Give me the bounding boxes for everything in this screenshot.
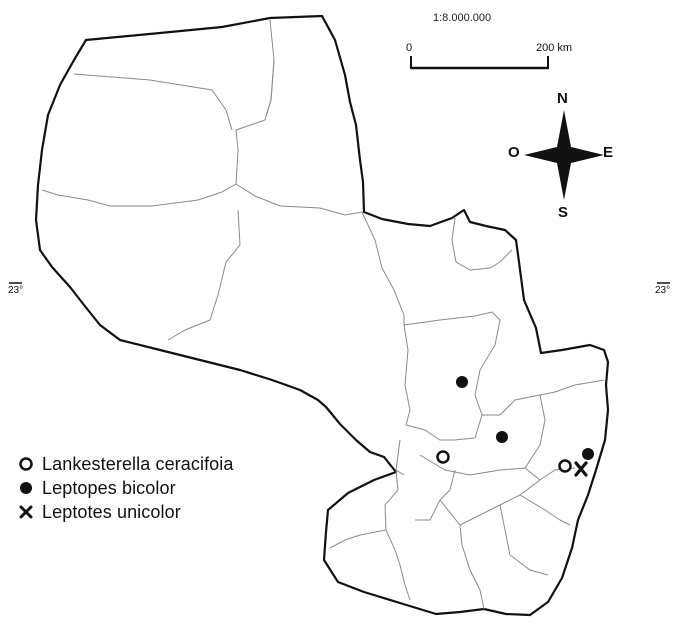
border-line	[361, 211, 405, 325]
border-line	[225, 109, 233, 131]
compass-south-label: S	[558, 204, 569, 221]
compass-north-label: N	[557, 90, 568, 107]
border-line	[419, 454, 526, 476]
leptopes-bicolor-marker	[456, 376, 468, 388]
border-line	[73, 73, 227, 111]
border-line	[403, 311, 501, 326]
border-line	[451, 217, 513, 271]
legend-item: Leptotes unicolor	[16, 500, 234, 524]
border-line	[474, 414, 483, 439]
border-line	[384, 469, 401, 566]
legend: Lankesterella ceracifoia Leptopes bicolo…	[16, 452, 234, 524]
compass-rose	[524, 110, 604, 200]
border-line	[403, 324, 411, 426]
border-line	[474, 319, 501, 416]
latitude-label-left: 23°	[8, 285, 24, 296]
leptopes-bicolor-marker	[496, 431, 508, 443]
lankesterella-ceracifoia-marker	[558, 459, 572, 473]
legend-label: Lankesterella ceracifoia	[42, 453, 234, 474]
compass-west-label: O	[508, 144, 520, 161]
lankesterella-ceracifoia-marker	[436, 450, 450, 464]
border-line	[499, 504, 549, 576]
border-line	[499, 379, 605, 416]
legend-item: Leptopes bicolor	[16, 476, 234, 500]
border-line	[439, 479, 541, 526]
border-line	[459, 524, 485, 610]
border-line	[329, 529, 387, 549]
border-line	[167, 209, 241, 341]
border-line	[399, 564, 411, 601]
open-circle-icon	[16, 454, 36, 474]
cross-icon	[16, 502, 36, 522]
scale-ratio: 1:8.000.000	[433, 12, 492, 24]
legend-label: Leptotes unicolor	[42, 501, 181, 522]
leptopes-bicolor-marker	[582, 448, 594, 460]
border-line	[235, 183, 363, 216]
scale-end-label: 200 km	[536, 42, 573, 54]
border-line	[405, 424, 476, 441]
border-line	[519, 494, 571, 526]
compass-east-label: E	[603, 144, 614, 161]
scale-start-label: 0	[406, 42, 413, 54]
leptotes-unicolor-marker	[574, 461, 588, 477]
country-outline	[34, 14, 610, 617]
latitude-label-right: 23°	[655, 285, 671, 296]
border-line	[265, 59, 275, 117]
legend-item: Lankesterella ceracifoia	[16, 452, 234, 476]
occurrence-markers	[436, 376, 594, 477]
filled-circle-icon	[16, 478, 36, 498]
legend-label: Leptopes bicolor	[42, 477, 176, 498]
border-line	[524, 394, 546, 469]
department-borders	[41, 19, 605, 610]
scale-bar	[410, 56, 549, 70]
